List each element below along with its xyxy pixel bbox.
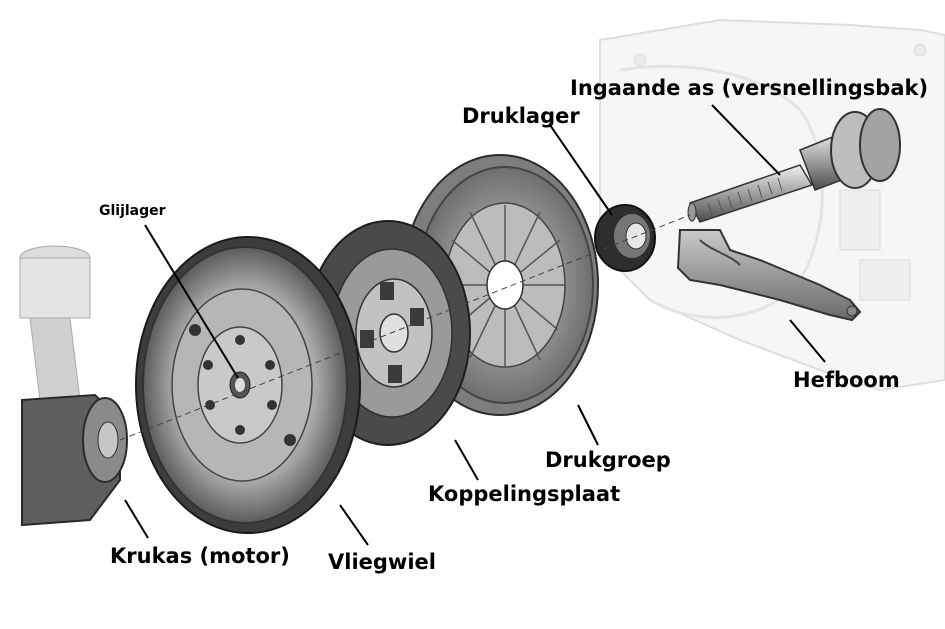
leader-krukas [124, 499, 149, 539]
label-druklager: Druklager [462, 104, 580, 128]
leader-koppelingsplaat [454, 439, 479, 481]
label-krukas: Krukas (motor) [110, 544, 290, 568]
centre-axis-line [119, 214, 691, 441]
leader-hefboom [789, 319, 826, 363]
leader-drukgroep [577, 404, 599, 446]
label-koppelingsplaat: Koppelingsplaat [428, 482, 621, 506]
leader-vliegwiel [339, 504, 369, 546]
input-shaft [687, 108, 901, 223]
clutch-disc [305, 220, 471, 446]
leader-glijlager [144, 224, 239, 379]
label-vliegwiel: Vliegwiel [328, 550, 436, 574]
release-lever [676, 229, 862, 322]
label-hefboom: Hefboom [793, 368, 900, 392]
label-drukgroep: Drukgroep [545, 448, 671, 472]
pressure-plate [401, 154, 599, 416]
label-glijlager: Glijlager [99, 203, 166, 219]
crankshaft [19, 245, 128, 527]
leader-ingaande-as [711, 104, 781, 176]
leader-druklager [549, 124, 613, 216]
flywheel [135, 236, 361, 534]
leader-lines [124, 104, 826, 546]
label-ingaande-as: Ingaande as (versnellingsbak) [570, 76, 929, 100]
release-bearing [594, 204, 656, 272]
